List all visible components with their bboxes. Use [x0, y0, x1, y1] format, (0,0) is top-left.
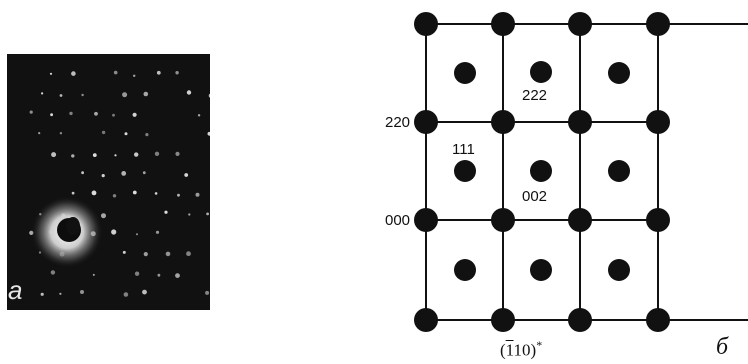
lattice-node-spot — [568, 208, 592, 232]
row-label-220: 220 — [385, 114, 410, 131]
row-label-000: 000 — [385, 212, 410, 229]
lattice-node-spot — [491, 12, 515, 36]
lattice-node-spot — [646, 308, 670, 332]
lattice-center-spot — [454, 62, 476, 84]
lattice-node-spot — [646, 12, 670, 36]
lattice-node-spot — [568, 12, 592, 36]
lattice-node-spot — [646, 110, 670, 134]
lattice-node-spot — [568, 110, 592, 134]
lattice-node-spot — [491, 110, 515, 134]
lattice-node-spot — [491, 208, 515, 232]
lattice-center-spot — [608, 160, 630, 182]
spot-label-002: 002 — [522, 188, 547, 205]
spot-label-111: 111 — [452, 141, 475, 158]
lattice-node-spot — [491, 308, 515, 332]
spot-label-222: 222 — [522, 87, 547, 104]
lattice-center-spot — [608, 62, 630, 84]
lattice-node-spot — [414, 308, 438, 332]
lattice-center-spot — [530, 259, 552, 281]
panel-b-label: б — [716, 334, 728, 361]
lattice-center-spot — [454, 259, 476, 281]
lattice-node-spot — [414, 208, 438, 232]
zone-axis-label: (110)* — [500, 338, 542, 361]
lattice-node-spot — [568, 308, 592, 332]
lattice-center-spot — [454, 160, 476, 182]
lattice-center-spot — [530, 61, 552, 83]
lattice-node-spot — [646, 208, 670, 232]
lattice-node-spot — [414, 110, 438, 134]
lattice-center-spot — [530, 160, 552, 182]
lattice-center-spot — [608, 259, 630, 281]
lattice-node-spot — [414, 12, 438, 36]
